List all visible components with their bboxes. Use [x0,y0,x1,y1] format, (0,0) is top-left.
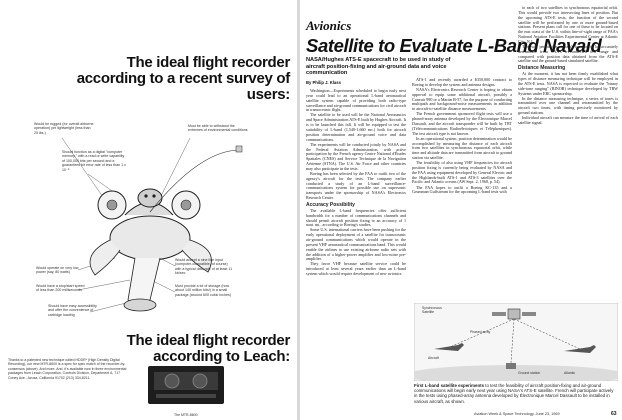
page-gutter [297,0,300,420]
ad-headline-bottom: The ideal flight recorder according to L… [126,332,291,365]
callout-environment: Must be able to withstand the extremes o… [188,124,248,133]
caption-text: to test the feasibility of aircraft posi… [414,383,614,404]
callout-stop-start: Would have a stop/start speed of less th… [36,284,85,293]
paragraph: Some U.S. international carriers have be… [306,227,406,262]
paragraph: The feasibility of also using VHF freque… [412,160,512,185]
article-page: Avionics Satellite to Evaluate L-Band Na… [300,0,622,420]
byline: By Philip J. Klass [306,80,341,85]
article-deck: NASA/Hughes ATS-E spacecraft to be used … [306,57,451,77]
paragraph: They favor VHF because satellite service… [306,261,406,277]
paragraph: ATS-1 and recently awarded a $350,000 co… [412,78,512,87]
paragraph: At the moment, it has not been firmly es… [518,71,618,96]
ad-body-text: Thanks to a patented new technique calle… [8,358,127,380]
paragraph: The French government sponsored flight t… [412,111,512,136]
paragraph: to each of two satellites in synchronous… [518,6,618,44]
callout-cartridge: Should have easy accessibility and offer… [48,304,97,317]
paragraph: Boeing has been selected by the FAA to o… [306,170,406,201]
paragraph: The available L-band frequencies offer s… [306,207,406,228]
satellite-diagram [414,303,618,381]
subheading-accuracy: Accuracy Possibility [306,201,355,208]
paragraph: The satellite to be used will be the Nat… [306,112,406,142]
flight-recorder-illustration [61,137,243,313]
text-column-2: ATS-1 and recently awarded a $350,000 co… [412,78,512,295]
page-number: 63 [611,411,617,417]
callout-digital-memory: Should function as a digital "computer m… [62,150,126,172]
figure-caption: First L-band satellite experiments to te… [414,383,618,404]
recorder-product-image [148,366,224,404]
product-label: The MTR-8600 [174,413,198,417]
paragraph: This will permit the aircraft's location… [518,43,618,64]
advertisement-page: The ideal flight recorder according to a… [0,0,296,420]
callout-rugged: Would be rugged (for overall airborne op… [34,122,94,135]
paragraph: In an operational system, position deter… [412,135,512,161]
callout-nine-line-input: Would accept a nine line input (computer… [175,258,233,276]
paragraph: Washington—Experiments scheduled to begi… [306,89,406,113]
callout-storage: Must provide a lot of storage (how about… [175,284,231,297]
ad-headline-top: The ideal flight recorder according to a… [76,54,291,103]
caption-lead: First L-band satellite experiments [414,383,485,388]
paragraph: NASA's Electronics Research Center is ho… [412,86,512,112]
paragraph: The experiments will be conducted jointl… [306,141,406,171]
callout-low-power: Would operate on very low power (say, 80… [36,266,79,275]
subheading-distance: Distance Measuring [518,65,566,72]
text-column-1: Washington—Experiments scheduled to begi… [306,89,406,409]
figure-label: Atlantic [564,371,576,375]
figure-label: Ground station [518,371,541,375]
figure-label: Phased array [470,330,491,334]
text-column-3: to each of two satellites in synchronous… [518,6,618,206]
page-footer: Aviation Week & Space Technology, June 2… [474,412,560,416]
figure-label: Synchronous [422,306,442,310]
section-heading: Avionics [306,18,352,33]
figure-label: Satellite [422,310,435,314]
paragraph: In the distance measuring technique, a s… [518,95,618,116]
article-title: Satellite to Evaluate L-Band Navaid [306,35,602,56]
paragraph: Individual aircraft can measure the time… [518,115,618,125]
paragraph: The FAA hopes to outfit a Boeing KC-135 … [412,184,512,195]
figure-label: Aircraft [428,356,439,360]
